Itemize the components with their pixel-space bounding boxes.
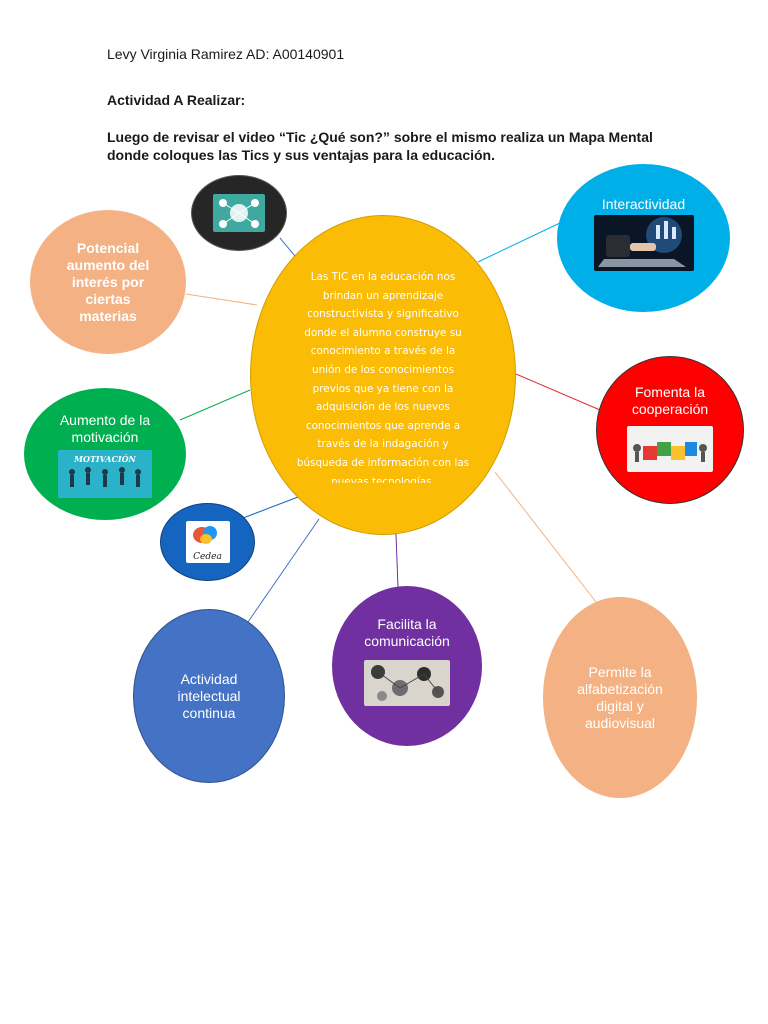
puzzle-icon bbox=[627, 426, 713, 472]
node-top-image bbox=[191, 175, 287, 251]
node-alfabetizacion-label: Permite la alfabetización digital y audi… bbox=[577, 663, 663, 731]
node-actividad-label: Actividad intelectual continua bbox=[177, 670, 241, 721]
activity-title: Actividad A Realizar: bbox=[107, 92, 246, 108]
motivacion-image-text: MOTIVACIÓN bbox=[74, 454, 136, 464]
connector-alfabetizacion bbox=[494, 471, 597, 603]
center-text: Las TIC en la educación nos brindan un a… bbox=[296, 271, 470, 483]
people-jumping-icon: MOTIVACIÓN bbox=[58, 450, 152, 498]
node-motivacion: Aumento de la motivación MOTIVACIÓN bbox=[24, 388, 186, 520]
node-cooperacion: Fomenta la cooperación bbox=[596, 356, 744, 504]
connector-potencial bbox=[185, 293, 258, 306]
connector-cedea bbox=[242, 496, 299, 519]
cedea-image-text: Cedea bbox=[193, 552, 222, 562]
network-icon bbox=[213, 194, 265, 232]
connector-cooperacion bbox=[515, 373, 601, 411]
node-cedea: Cedea bbox=[160, 503, 255, 581]
connector-motivacion bbox=[179, 389, 251, 421]
node-cooperacion-label: Fomenta la cooperación bbox=[631, 384, 709, 417]
author-line: Levy Virginia Ramirez AD: A00140901 bbox=[107, 46, 345, 62]
node-motivacion-label: Aumento de la motivación bbox=[59, 412, 151, 445]
center-node: Las TIC en la educación nos brindan un a… bbox=[250, 215, 516, 535]
collage-icon bbox=[364, 660, 450, 706]
node-potencial: Potencial aumento del interés por cierta… bbox=[30, 210, 186, 354]
brain-icon: Cedea bbox=[185, 521, 230, 563]
laptop-touch-icon bbox=[593, 215, 694, 271]
node-potencial-label: Potencial aumento del interés por cierta… bbox=[66, 239, 150, 324]
instructions-text: Luego de revisar el video “Tic ¿Qué son?… bbox=[107, 129, 653, 163]
node-comunicacion: Facilita la comunicación bbox=[332, 586, 482, 746]
connector-interactividad bbox=[477, 221, 563, 263]
connector-comunicacion bbox=[395, 533, 399, 589]
node-actividad: Actividad intelectual continua bbox=[133, 609, 285, 783]
node-interactividad-label: Interactividad bbox=[601, 196, 686, 212]
node-comunicacion-label: Facilita la comunicación bbox=[364, 616, 450, 649]
connector-actividad bbox=[247, 518, 320, 623]
node-interactividad: Interactividad bbox=[557, 164, 730, 312]
node-alfabetizacion: Permite la alfabetización digital y audi… bbox=[543, 597, 697, 798]
